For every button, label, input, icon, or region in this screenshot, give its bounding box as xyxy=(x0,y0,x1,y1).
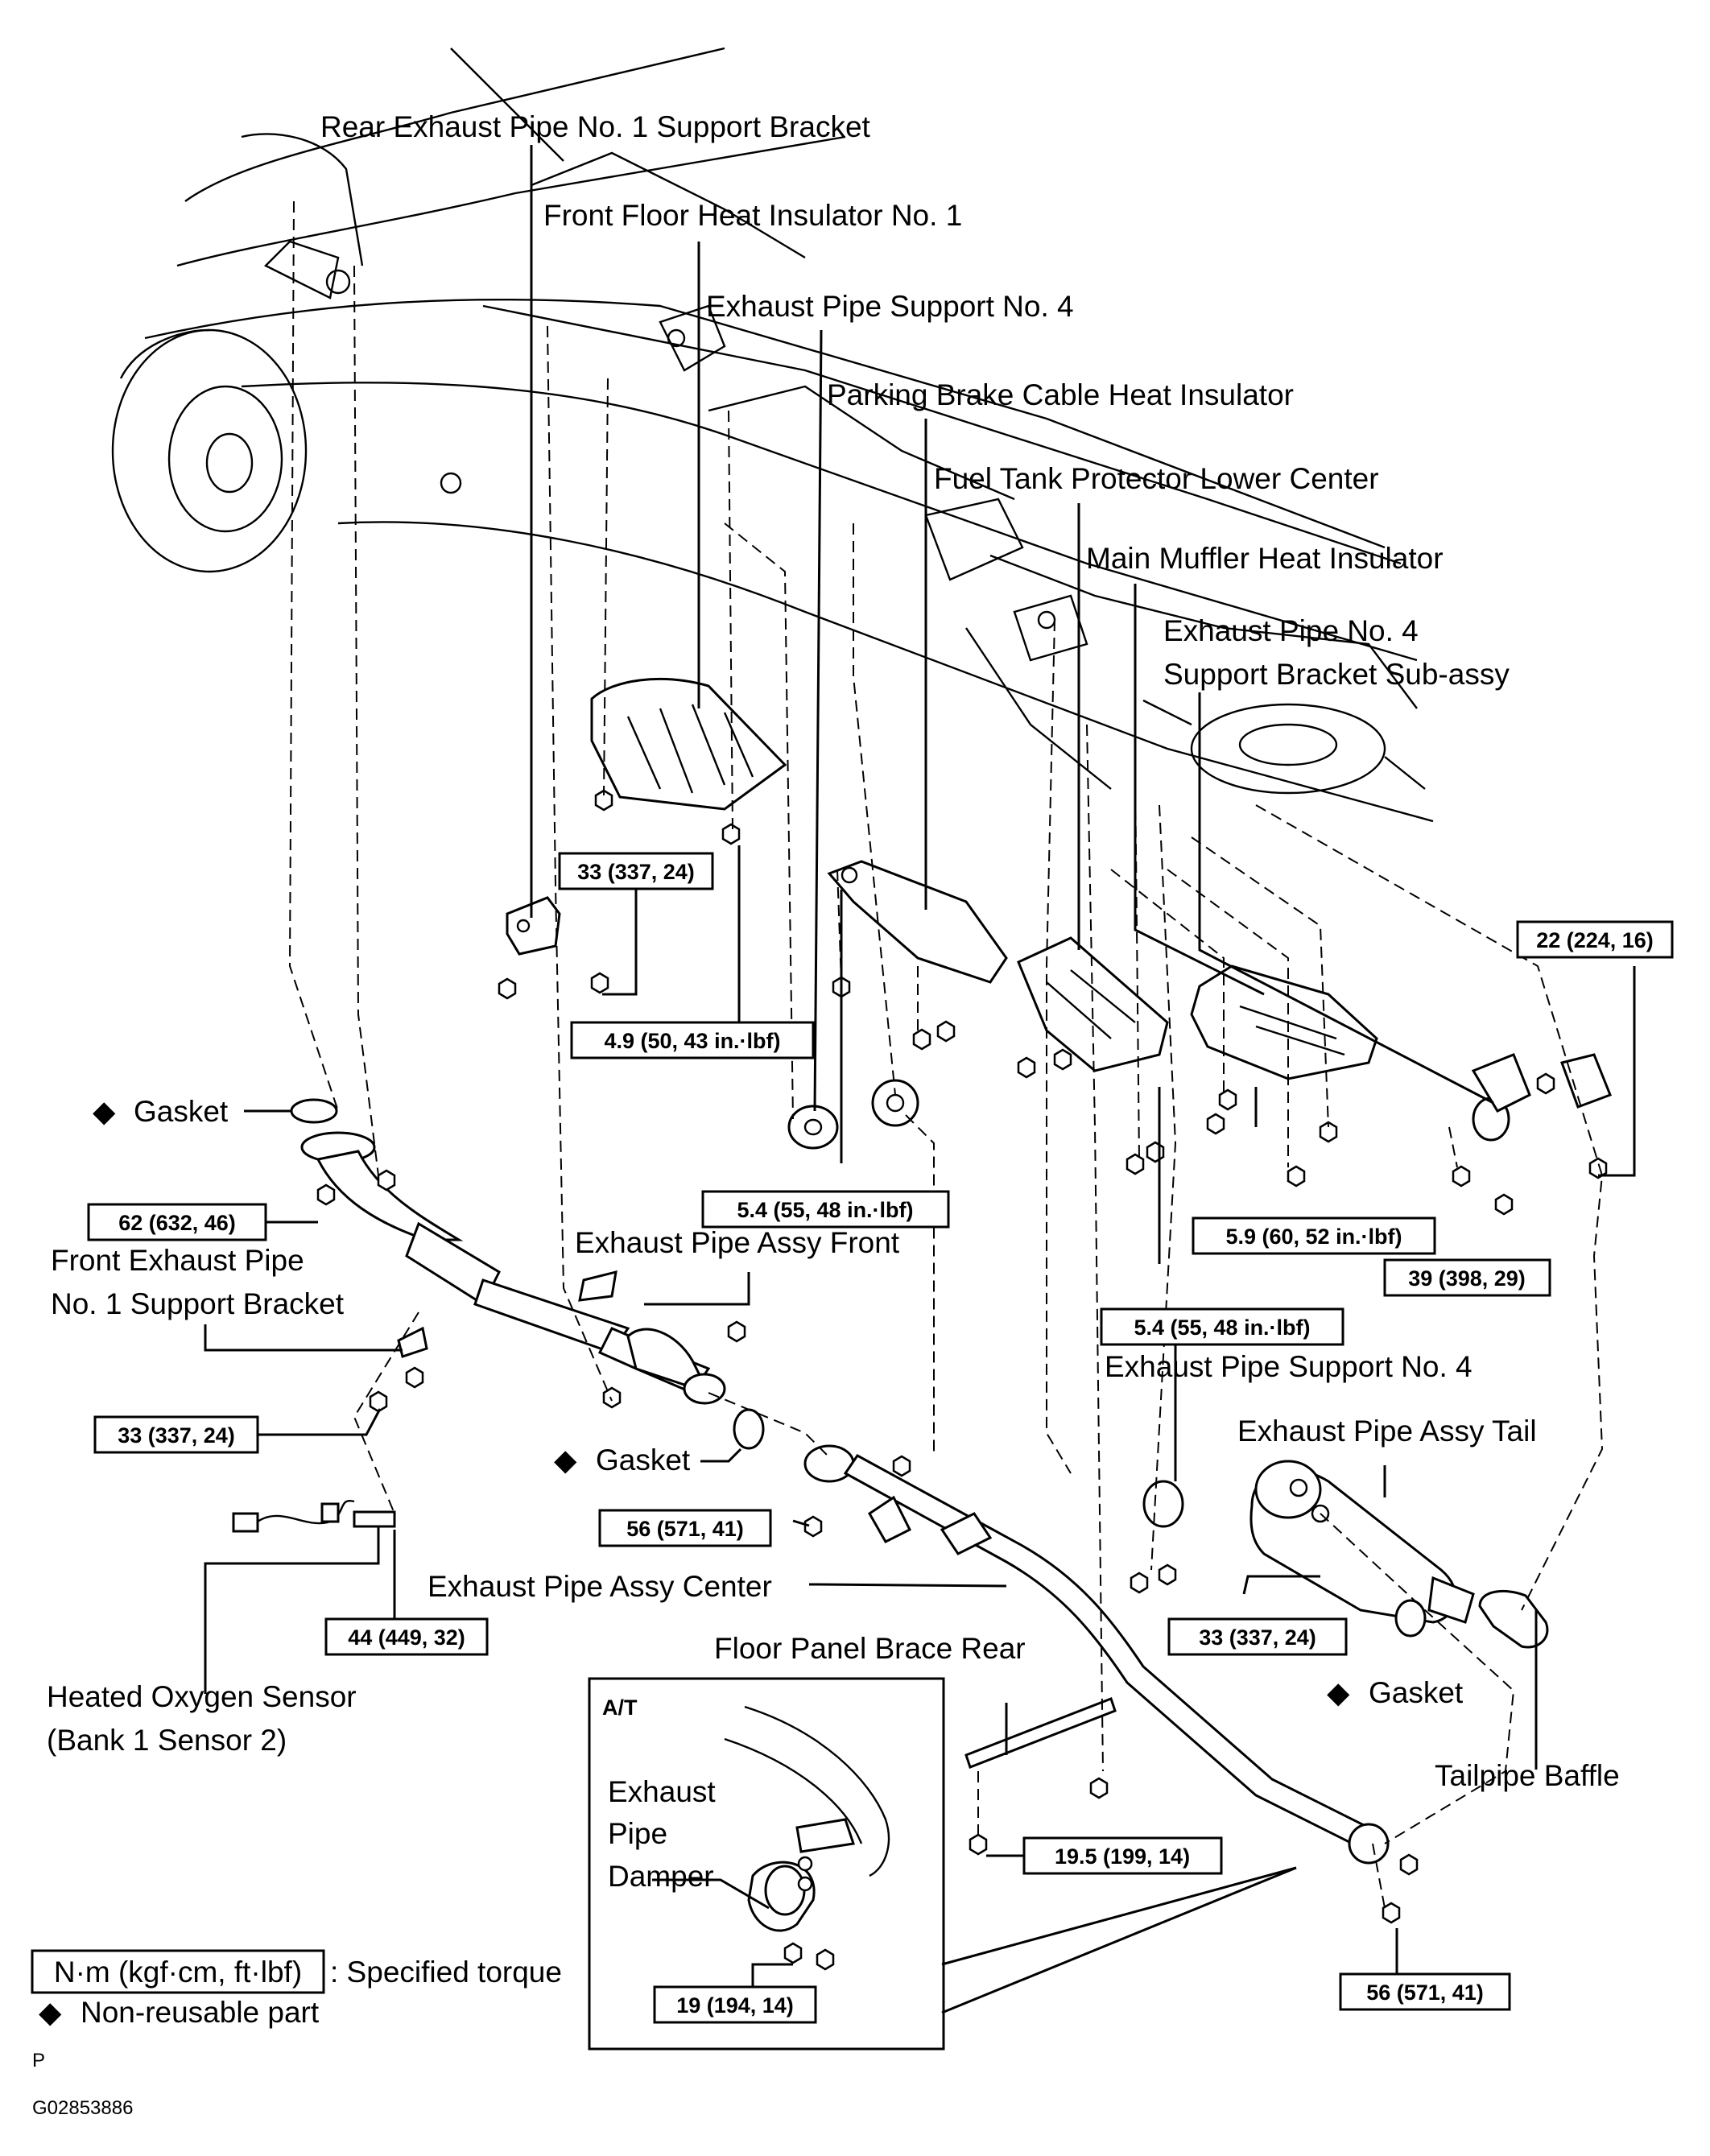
footer-code: G02853886 xyxy=(32,2097,133,2119)
torque-49: 4.9 (50, 43 in.·lbf) xyxy=(604,1029,780,1053)
label-tailpipe-baffle: Tailpipe Baffle xyxy=(1435,1759,1620,1792)
torque-box-54a xyxy=(701,1190,950,1229)
label-front-floor-insulator: Front Floor Heat Insulator No. 1 xyxy=(543,199,962,232)
torque-box-56b xyxy=(1339,1972,1511,2011)
torque-box-22 xyxy=(1516,920,1674,959)
label-fuel-tank-protector: Fuel Tank Protector Lower Center xyxy=(934,462,1379,495)
footer-letter: P xyxy=(32,2050,45,2071)
at-title: A/T xyxy=(602,1695,638,1720)
exhaust-pipe-center xyxy=(803,1444,1390,1865)
legend-unit-box-text: N·m (kgf·cm, ft·lbf) xyxy=(54,1956,302,1989)
part-labels: Rear Exhaust Pipe No. 1 Support Bracket … xyxy=(47,110,1620,1893)
label-gasket-2: Gasket xyxy=(596,1444,691,1477)
exhaust-pipe-tail xyxy=(1249,1460,1475,1624)
torque-39: 39 (398, 29) xyxy=(1408,1266,1526,1291)
legend: N·m (kgf·cm, ft·lbf) : Specified torque … xyxy=(31,1949,562,2119)
torque-box-59 xyxy=(1192,1216,1436,1255)
leader-lines xyxy=(204,145,1636,2014)
label-exhaust-front: Exhaust Pipe Assy Front xyxy=(575,1226,900,1259)
front-exhaust-bracket xyxy=(397,1326,428,1358)
torque-33a: 33 (337, 24) xyxy=(577,860,695,884)
torque-59: 5.9 (60, 52 in.·lbf) xyxy=(1225,1225,1402,1249)
alignment-lines xyxy=(288,200,1604,1909)
torque-54b: 5.4 (55, 48 in.·lbf) xyxy=(1134,1315,1310,1340)
torque-box-56a xyxy=(598,1509,772,1547)
label-damper-line3: Damper xyxy=(608,1860,714,1893)
torque-box-49 xyxy=(570,1021,815,1059)
gasket-3-symbol: ◆ xyxy=(1327,1676,1350,1709)
heated-oxygen-sensor xyxy=(232,1500,396,1533)
legend-nonreusable-text: Non-reusable part xyxy=(81,1996,320,2029)
legend-unit-text: : Specified torque xyxy=(330,1956,562,1989)
fuel-tank-protector xyxy=(1017,936,1169,1072)
torque-44: 44 (449, 32) xyxy=(348,1625,465,1650)
label-gasket-1: Gasket xyxy=(134,1095,229,1128)
torque-box-19 xyxy=(653,1985,817,2024)
torque-box-44 xyxy=(324,1617,489,1656)
torque-19: 19 (194, 14) xyxy=(676,1993,794,2018)
legend-nonreusable-symbol: ◆ xyxy=(39,1996,62,2029)
vehicle-underbody xyxy=(111,47,1434,823)
torque-62: 62 (632, 46) xyxy=(118,1211,236,1235)
front-floor-heat-insulator xyxy=(590,678,787,811)
rubber-hangers xyxy=(787,1053,1612,1528)
gasket-2-ring xyxy=(733,1408,765,1450)
gasket-1-symbol: ◆ xyxy=(93,1095,116,1128)
label-exhaust-tail: Exhaust Pipe Assy Tail xyxy=(1237,1415,1537,1448)
gasket-3-ring xyxy=(1394,1599,1427,1638)
torque-56b: 56 (571, 41) xyxy=(1366,1980,1484,2005)
floor-panel-brace-rear xyxy=(964,1697,1117,1769)
parking-brake-cable-heat-insulator xyxy=(827,860,1008,984)
torque-box-54b xyxy=(1100,1307,1344,1346)
torque-54a: 5.4 (55, 48 in.·lbf) xyxy=(737,1198,913,1222)
label-floor-brace: Floor Panel Brace Rear xyxy=(714,1632,1026,1665)
gasket-2-symbol: ◆ xyxy=(554,1444,577,1477)
label-damper-line2: Pipe xyxy=(608,1817,667,1850)
torque-box-33a xyxy=(558,852,714,890)
torque-box-33b xyxy=(93,1415,259,1454)
label-main-muffler-insulator: Main Muffler Heat Insulator xyxy=(1086,542,1444,575)
legend-unit-box xyxy=(31,1949,325,1994)
torque-box-39 xyxy=(1383,1258,1551,1297)
exhaust-pipe-front xyxy=(300,1131,726,1405)
torque-33c: 33 (337, 24) xyxy=(1199,1625,1316,1650)
label-rear-exhaust-bracket: Rear Exhaust Pipe No. 1 Support Bracket xyxy=(320,110,871,143)
torque-box-33c xyxy=(1167,1617,1348,1656)
torque-22: 22 (224, 16) xyxy=(1536,928,1654,952)
torque-box-195 xyxy=(1022,1836,1223,1875)
label-exhaust-center: Exhaust Pipe Assy Center xyxy=(428,1570,772,1603)
label-exhaust-support-no4-top: Exhaust Pipe Support No. 4 xyxy=(706,290,1074,323)
rear-exhaust-bracket xyxy=(506,896,561,956)
gasket-1-ring xyxy=(290,1098,338,1124)
torque-box-62 xyxy=(87,1203,267,1241)
torque-56a: 56 (571, 41) xyxy=(626,1517,744,1541)
label-exhaust-no4-bracket-line2: Support Bracket Sub-assy xyxy=(1163,658,1510,691)
label-parking-brake-insulator: Parking Brake Cable Heat Insulator xyxy=(827,378,1294,411)
label-exhaust-no4-bracket-line1: Exhaust Pipe No. 4 xyxy=(1163,614,1419,647)
label-sensor-line2: (Bank 1 Sensor 2) xyxy=(47,1724,287,1757)
tailpipe-baffle xyxy=(1478,1589,1549,1649)
torque-195: 19.5 (199, 14) xyxy=(1055,1844,1190,1869)
torque-33b: 33 (337, 24) xyxy=(118,1423,235,1448)
label-exhaust-support-no4-mid: Exhaust Pipe Support No. 4 xyxy=(1105,1350,1472,1383)
label-damper-line1: Exhaust xyxy=(608,1775,716,1808)
main-muffler-heat-insulator xyxy=(1190,964,1378,1080)
label-front-bracket-line2: No. 1 Support Bracket xyxy=(51,1287,345,1320)
label-sensor-line1: Heated Oxygen Sensor xyxy=(47,1680,357,1713)
label-gasket-3: Gasket xyxy=(1369,1676,1464,1709)
torque-boxes: 33 (337, 24) 4.9 (50, 43 in.·lbf) 22 (22… xyxy=(87,852,1674,2024)
label-front-bracket-line1: Front Exhaust Pipe xyxy=(51,1244,304,1277)
